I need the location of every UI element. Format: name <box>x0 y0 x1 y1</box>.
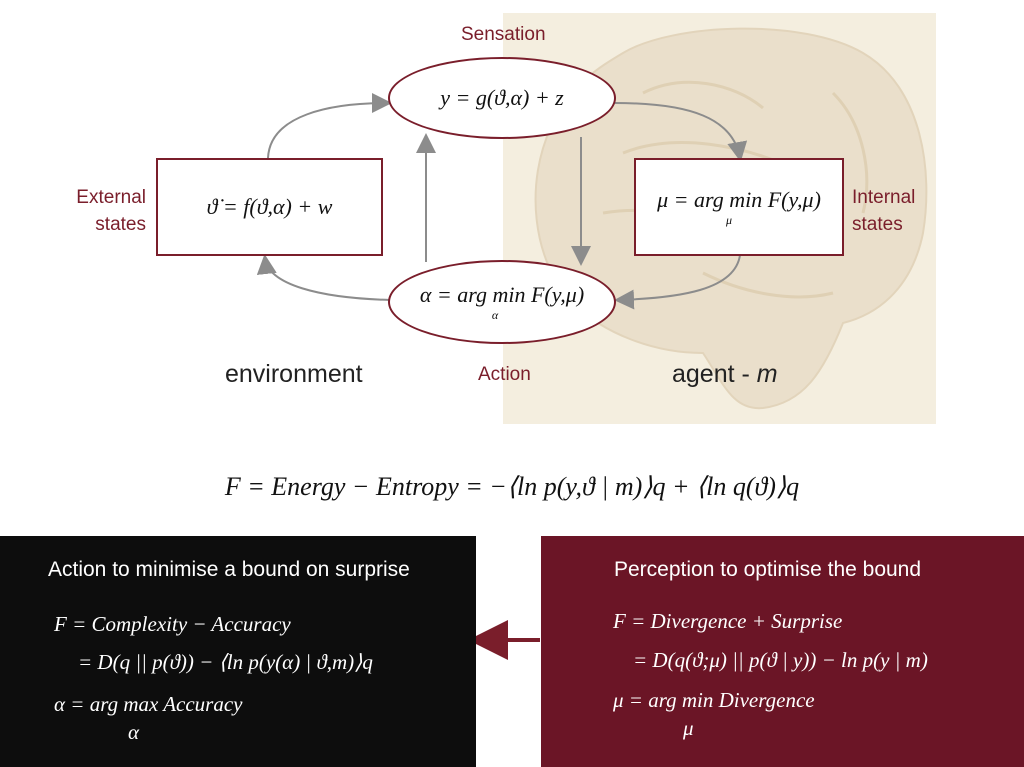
internal-states-label: Internal states <box>852 187 916 235</box>
action-node: α = arg min F(y,μ) α <box>388 260 616 344</box>
action-equation-subscript: α <box>491 307 499 322</box>
free-energy-equation: F = Energy − Entropy = −⟨ln p(y,ϑ | m)⟩q… <box>224 472 800 501</box>
perception-panel-line3: μ = arg min Divergence <box>613 688 815 712</box>
perception-panel: Perception to optimise the bound F = Div… <box>541 536 1024 767</box>
agent-label: agent - m <box>672 360 778 388</box>
environment-label: environment <box>225 360 363 388</box>
action-panel-line2: = D(q || p(ϑ)) − ⟨ln p(y(α) | ϑ,m)⟩q <box>78 650 373 674</box>
external-equation: ϑ̇ = f(ϑ,α) + w <box>206 194 333 219</box>
perception-panel-line3-subscript: μ <box>683 716 694 740</box>
action-panel-line3: α = arg max Accuracy <box>54 692 243 716</box>
action-panel-line3-subscript: α <box>128 720 140 744</box>
action-panel-title: Action to minimise a bound on surprise <box>48 558 410 581</box>
external-states-node: ϑ̇ = f(ϑ,α) + w <box>156 158 383 256</box>
arrow-sensation-to-internal <box>614 102 748 162</box>
sensation-label: Sensation <box>461 24 546 45</box>
internal-states-node: μ = arg min F(y,μ) μ <box>634 158 844 256</box>
action-label: Action <box>478 364 531 385</box>
external-states-label: External states <box>76 187 146 235</box>
sensation-equation: y = g(ϑ,α) + z <box>440 85 564 110</box>
internal-equation-subscript: μ <box>725 212 733 227</box>
arrow-environment-to-sensation <box>267 93 392 159</box>
perception-panel-title: Perception to optimise the bound <box>614 558 922 581</box>
internal-equation: μ = arg min F(y,μ) <box>657 186 821 212</box>
perception-panel-line2: = D(q(ϑ;μ) || p(ϑ | y)) − ln p(y | m) <box>633 648 928 672</box>
arrow-action-to-environment <box>256 254 391 301</box>
action-panel: Action to minimise a bound on surprise F… <box>0 536 476 767</box>
action-equation: α = arg min F(y,μ) <box>419 281 585 307</box>
sensation-node: y = g(ϑ,α) + z <box>388 57 616 139</box>
perception-panel-line1: F = Divergence + Surprise <box>613 609 843 633</box>
action-panel-line1: F = Complexity − Accuracy <box>54 612 291 636</box>
arrow-internal-to-action <box>614 254 741 310</box>
